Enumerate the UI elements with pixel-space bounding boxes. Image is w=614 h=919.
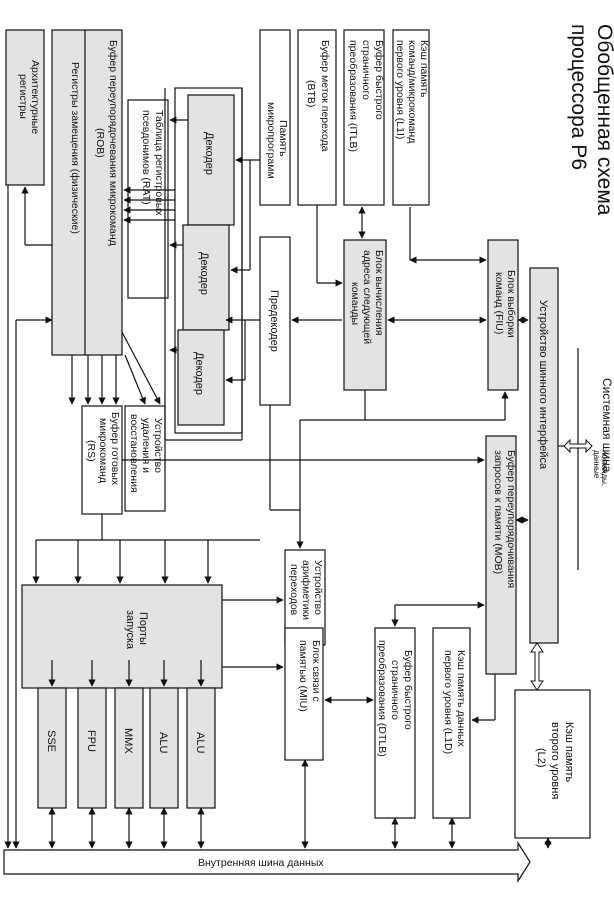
jeu-label-3: переходов: [288, 564, 300, 616]
internal-data-bus-label: Внутренняя шина данных: [198, 857, 324, 869]
mob-block: [485, 435, 517, 675]
dtlb-block: [374, 627, 416, 819]
arch-regs-label-1: Архитектурные: [29, 60, 41, 134]
alu-2-label: ALU: [194, 732, 206, 753]
ports-label-1: Порты: [137, 612, 149, 645]
fiu-label-2: команд (FIU): [493, 272, 505, 334]
microprogram-label-2: микропрограмм: [265, 102, 277, 179]
predecoder-block: [259, 236, 291, 406]
mob-label-2: запросов к памяти (MOB): [492, 450, 504, 574]
system-bus-note-1: Команды,: [600, 450, 609, 486]
arch-regs-label-2: регистры: [17, 74, 29, 119]
next-address-block: [343, 239, 387, 391]
rob-label-1: Буфер переупорядочевания микрокоманд: [107, 40, 119, 246]
l2-cache-label-3: (L2): [535, 748, 547, 768]
itlb-label-2: страничного: [360, 40, 372, 100]
l1d-cache-block: [432, 627, 471, 819]
next-address-label-1: Блок вычисления: [373, 250, 385, 335]
decoder-3-block: [177, 329, 225, 426]
system-bus-label: Системная шина: [600, 378, 614, 473]
system-bus-note-2: данные: [592, 450, 601, 479]
internal-data-bus: Внутренняя шина данных: [3, 840, 531, 884]
decoder-1-block: [187, 94, 235, 226]
launch-ports-block: [21, 584, 223, 689]
internal-data-bus-arrow: [3, 840, 531, 884]
retire-label-3: восстановления: [128, 414, 140, 493]
dtlb-label-3: преобразования (DTLB): [376, 640, 388, 757]
microprogram-memory-block: [259, 29, 291, 206]
l1d-label-1: Кэш память данных: [455, 650, 467, 748]
l1d-label-2: первого уровня (L1D): [442, 650, 454, 754]
decoder-3-label: Декодер: [193, 352, 205, 395]
retire-label-2: удаления и: [140, 418, 152, 473]
title-line-2: процессора P6: [567, 24, 590, 170]
l1i-cache-block: [392, 29, 430, 206]
l2-cache-block: [514, 689, 591, 839]
system-bus: Системная шина Команды, данные: [563, 348, 614, 570]
l2-cache-label-1: Кэш память: [563, 722, 575, 783]
mmx-label: MMX: [122, 728, 134, 754]
l1i-label-2: команд/микрокоманд: [406, 40, 418, 143]
l2-cache-label-2: второго уровня: [549, 722, 561, 799]
l1i-label-1: Кэш память: [418, 40, 430, 98]
jeu-label-1: Устройство: [312, 560, 324, 615]
alu-2-unit-block: [186, 687, 216, 809]
biu-l2-double-arrow: [530, 642, 544, 691]
predecoder-label: Предекодер: [268, 290, 280, 352]
architectural-registers-block: [5, 29, 45, 186]
fpu-label: FPU: [85, 730, 97, 752]
system-bus-double-arrow: [563, 438, 593, 454]
l1i-label-3: первого уровня (L1I): [394, 40, 406, 139]
rs-label-3: (RS): [85, 440, 97, 462]
miu-block: [284, 627, 324, 761]
bus-interface-unit-label: Устройство шинного интерфейса: [537, 300, 549, 470]
rob-block: [51, 29, 123, 356]
rs-label-2: микрокоманд: [97, 418, 109, 483]
miu-label-2: памятью (MIU): [297, 640, 309, 712]
retirement-unit-block: [124, 405, 166, 512]
rename-registers-label: Регистры замещения (физические): [69, 62, 81, 234]
fpu-unit-block: [77, 687, 107, 809]
fiu-label-1: Блок выборки: [505, 270, 517, 338]
decoder-1-label: Декодер: [203, 132, 215, 175]
itlb-label-1: Буфер быстрого: [373, 40, 385, 120]
dtlb-label-1: Буфер быстрого: [402, 650, 414, 730]
microprogram-label-1: Память: [277, 120, 289, 157]
rat-label-2: псевдонимов (RAT): [140, 110, 152, 205]
title-line-1: Обобщенная схема: [593, 24, 614, 216]
next-address-label-3: команды: [349, 282, 361, 325]
sse-label: SSE: [45, 730, 57, 752]
mmx-unit-block: [114, 687, 144, 809]
retire-label-1: Устройство: [152, 418, 164, 473]
mob-label-1: Буфер переупорядочивания: [505, 450, 517, 588]
miu-label-1: Блок связи с: [310, 640, 322, 702]
itlb-block: [343, 29, 385, 206]
btb-label-1: Буфер меток перехода: [319, 40, 331, 152]
diagram-title: Обобщенная схема процессора P6: [567, 24, 614, 216]
sse-unit-block: [37, 687, 67, 809]
connections: [4, 88, 552, 849]
fiu-block: [487, 239, 519, 391]
dtlb-label-2: страничного: [389, 660, 401, 720]
rs-block: [81, 405, 123, 515]
next-address-label-2: адреса следующей: [361, 250, 373, 344]
rob-label-2: (ROB): [94, 128, 106, 158]
itlb-label-3: преобразования (ITLB): [347, 40, 359, 152]
btb-label-2: (BTB): [305, 80, 317, 107]
decoder-2-label: Декодер: [198, 252, 210, 295]
decoder-2-block: [182, 224, 230, 331]
alu-1-label: ALU: [157, 732, 169, 753]
alu-1-unit-block: [149, 687, 179, 809]
jeu-label-2: арифметики: [300, 560, 312, 620]
btb-block: [297, 29, 337, 206]
rs-label-1: Буфер готовых: [109, 412, 121, 486]
ports-label-2: запуска: [124, 610, 136, 650]
bus-interface-unit-block: [529, 267, 559, 644]
